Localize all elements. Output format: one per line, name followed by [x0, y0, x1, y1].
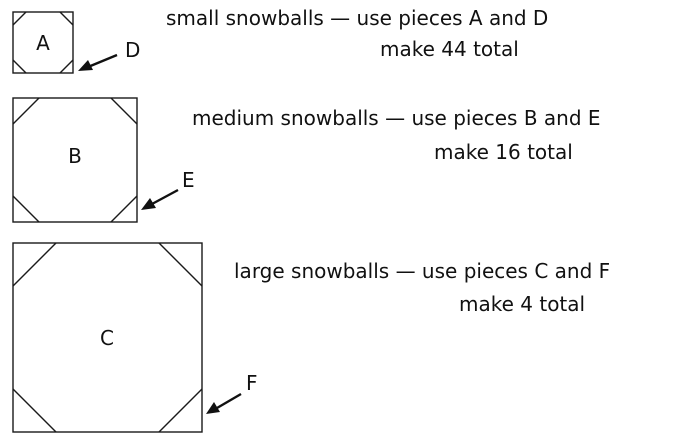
medium-snowball-corner-bottom-left: [12, 195, 40, 223]
small-snowball-corner-top-right: [59, 11, 74, 26]
medium-snowball-corner-top-left: [12, 97, 40, 125]
large-snowball-corner-top-left: [12, 242, 57, 287]
medium-snowball-corner-label: E: [182, 168, 195, 192]
small-snowball-count: make 44 total: [380, 37, 519, 61]
small-snowball-description: small snowballs — use pieces A and D: [166, 6, 548, 30]
small-snowball-corner-top-left: [12, 11, 27, 26]
small-snowball-corner-bottom-left: [12, 59, 27, 74]
medium-snowball-count: make 16 total: [434, 140, 573, 164]
medium-snowball-corner-top-right: [110, 97, 138, 125]
small-snowball-arrow-head: [78, 60, 93, 71]
medium-snowball-arrow-head: [141, 198, 156, 210]
medium-snowball-arrow-shaft: [151, 188, 179, 206]
medium-snowball-block: [12, 97, 138, 223]
medium-snowball-group: B E medium snowballs — use pieces B and …: [12, 97, 601, 223]
small-snowball-group: A D small snowballs — use pieces A and D…: [12, 6, 548, 74]
small-snowball-arrow-shaft: [87, 53, 118, 69]
medium-snowball-corner-bottom-right: [110, 195, 138, 223]
medium-snowball-description: medium snowballs — use pieces B and E: [192, 106, 601, 130]
large-snowball-count: make 4 total: [459, 292, 585, 316]
medium-snowball-block-label: B: [68, 144, 82, 168]
large-snowball-description: large snowballs — use pieces C and F: [234, 259, 610, 283]
large-snowball-group: C F large snowballs — use pieces C and F…: [12, 242, 610, 433]
large-snowball-block: [12, 242, 203, 433]
large-snowball-corner-bottom-left: [12, 388, 57, 433]
small-snowball-block-label: A: [36, 31, 50, 55]
small-snowball-corner-label: D: [125, 38, 140, 62]
large-snowball-corner-top-right: [158, 242, 203, 287]
small-snowball-corner-bottom-right: [59, 59, 74, 74]
small-snowball-block: [12, 11, 74, 74]
large-snowball-corner-label: F: [246, 371, 258, 395]
large-snowball-arrow-shaft: [216, 392, 242, 410]
large-snowball-block-label: C: [100, 326, 114, 350]
large-snowball-corner-bottom-right: [158, 388, 203, 433]
large-snowball-arrow-head: [206, 402, 220, 414]
